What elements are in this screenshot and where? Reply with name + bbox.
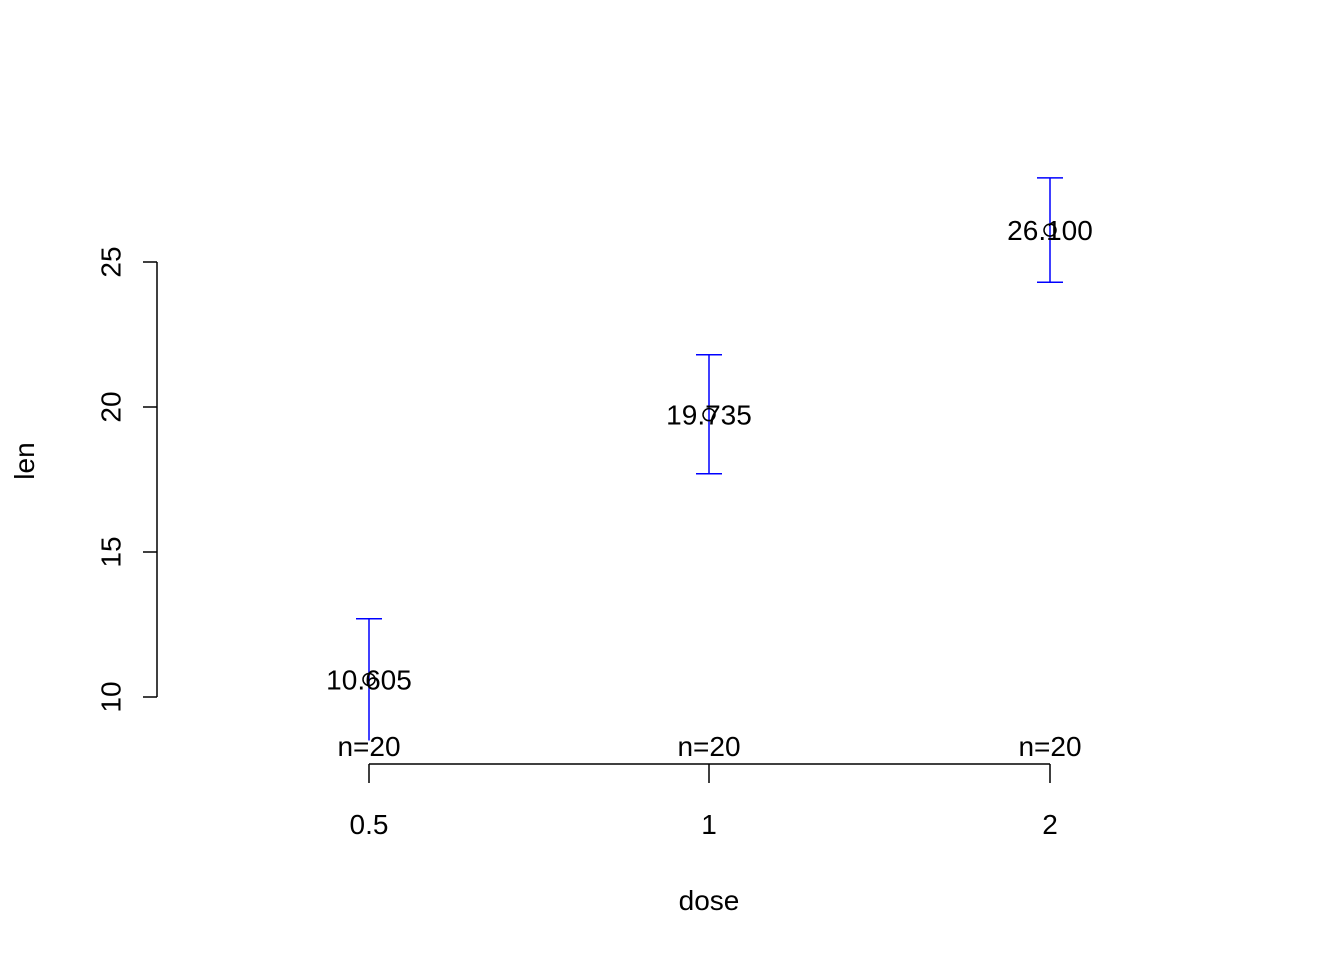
mean-point xyxy=(702,407,716,422)
x-tick-label: 2 xyxy=(1042,809,1058,840)
y-tick-label: 25 xyxy=(96,246,127,277)
n-labels: n=20 n=20 n=20 xyxy=(337,731,1081,762)
sample-size-label: n=20 xyxy=(677,731,740,762)
x-tick-label: 1 xyxy=(701,809,717,840)
mean-point xyxy=(362,672,376,687)
y-axis: 10 15 20 25 xyxy=(96,246,158,713)
y-tick-label: 20 xyxy=(96,391,127,422)
mean-value-label: 10.605 xyxy=(326,664,412,695)
sample-size-label: n=20 xyxy=(337,731,400,762)
x-axis: 0.5 1 2 xyxy=(350,763,1058,840)
x-tick-label: 0.5 xyxy=(350,809,389,840)
y-tick-label: 10 xyxy=(96,681,127,712)
data-points xyxy=(362,223,1057,687)
mean-labels: 10.605 19.735 26.100 xyxy=(326,215,1093,695)
x-axis-title: dose xyxy=(679,885,740,916)
mean-point xyxy=(1043,223,1057,237)
error-bars xyxy=(356,177,1063,741)
sample-size-label: n=20 xyxy=(1018,731,1081,762)
y-tick-label: 15 xyxy=(96,536,127,567)
mean-value-label: 26.100 xyxy=(1007,215,1093,246)
mean-value-label: 19.735 xyxy=(666,400,752,431)
y-axis-title: len xyxy=(9,442,40,479)
